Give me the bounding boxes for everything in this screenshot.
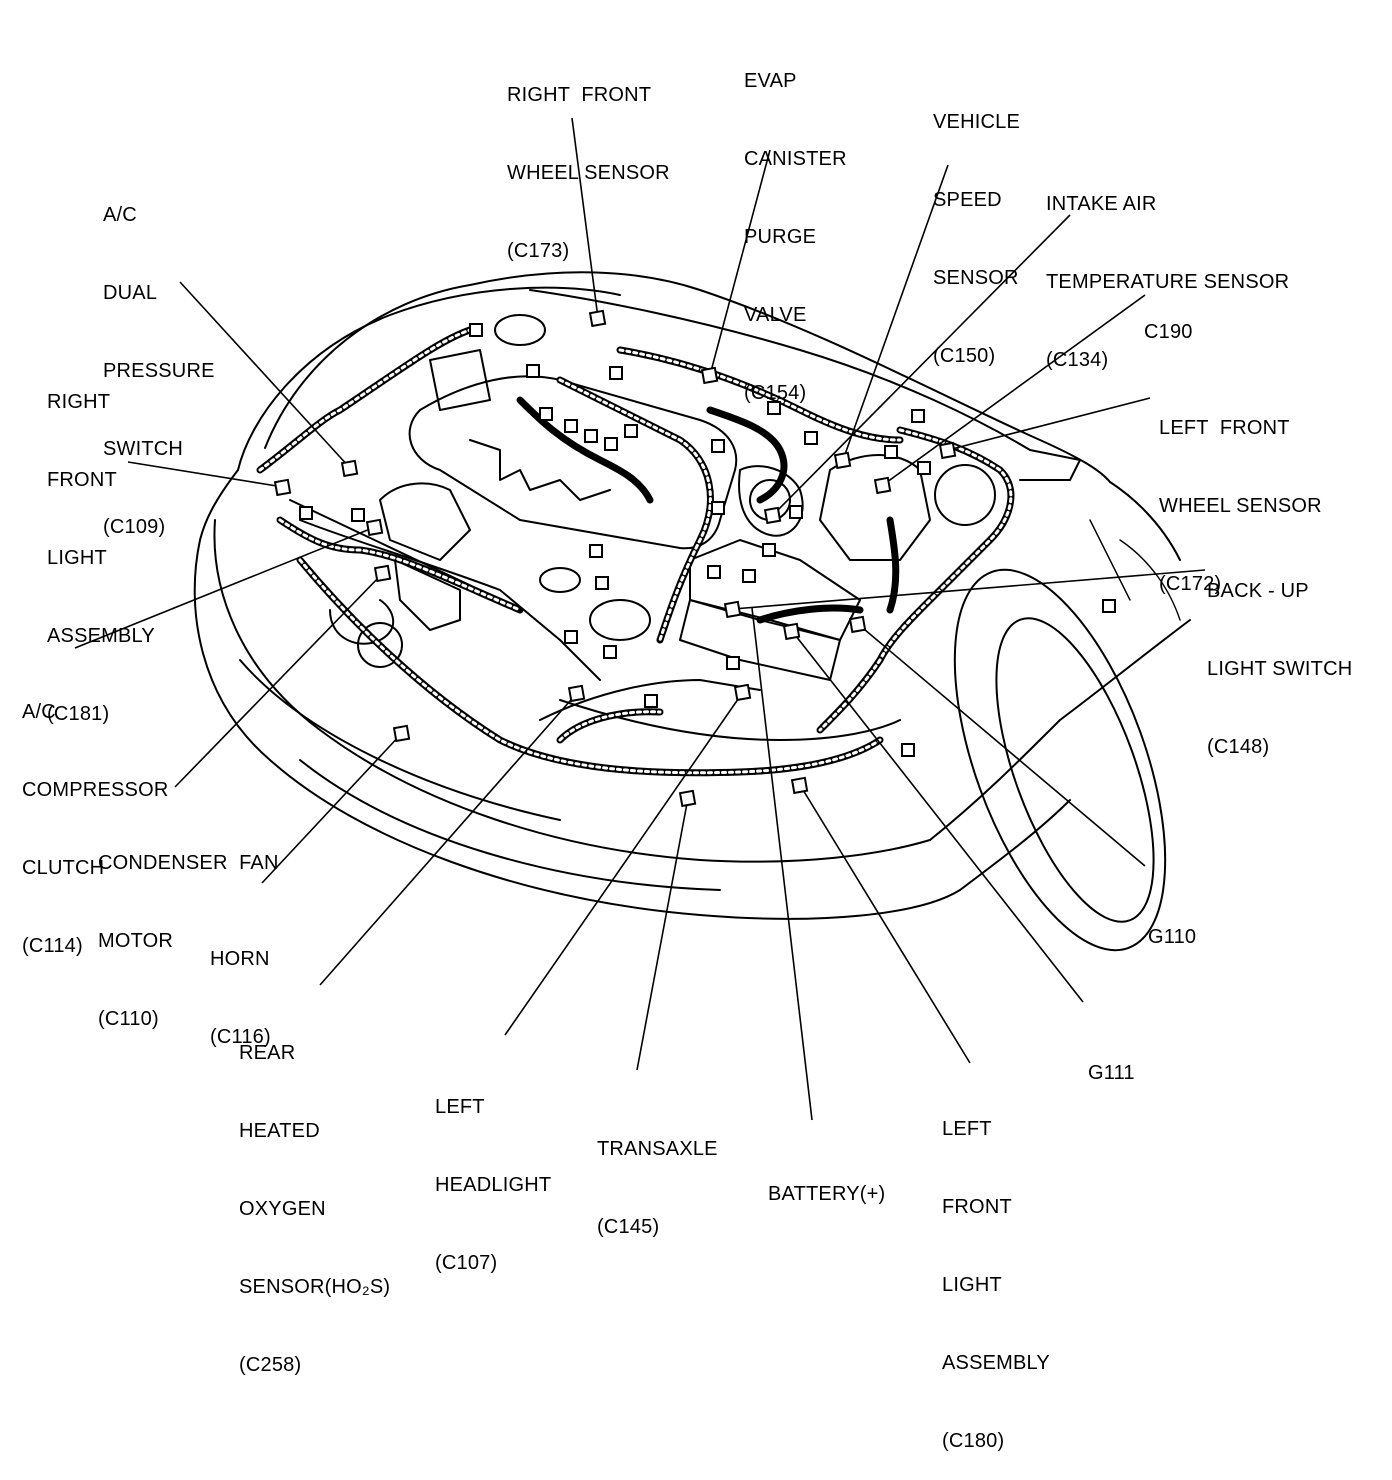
label-left-front-wheel-sensor: LEFT FRONT WHEEL SENSOR (C172): [1159, 363, 1322, 623]
label-ac-dual-pressure-switch: A/C DUAL PRESSURE SWITCH (C109): [103, 150, 215, 566]
label-horn: HORN (C116): [210, 894, 271, 1076]
label-g110: G110: [1148, 872, 1196, 976]
label-line: TRANSAXLE: [597, 1138, 718, 1160]
label-c190: C190: [1144, 267, 1193, 371]
label-line: RIGHT FRONT: [507, 84, 652, 106]
label-line: COMPRESSOR: [22, 779, 169, 801]
label-line: ASSEMBLY: [942, 1352, 1050, 1374]
label-line: C190: [1144, 321, 1193, 343]
label-line: (C109): [103, 516, 166, 538]
label-ac-compressor-clutch: A/C COMPRESSOR CLUTCH (C114): [22, 647, 168, 985]
label-line: WHEEL SENSOR: [507, 162, 670, 184]
label-line: CANISTER: [744, 148, 847, 170]
label-line: (C150): [933, 345, 996, 367]
leader-lines: [74, 117, 1206, 1121]
label-line: (C173): [507, 240, 570, 262]
label-line: (C154): [744, 382, 807, 404]
label-left-headlight: LEFT HEADLIGHT (C107): [435, 1042, 551, 1302]
label-battery-positive: BATTERY(+): [768, 1129, 885, 1233]
label-line: CLUTCH: [22, 857, 105, 879]
label-line: WHEEL SENSOR: [1159, 495, 1322, 517]
label-transaxle: TRANSAXLE (C145): [597, 1084, 718, 1266]
label-line: INTAKE AIR: [1046, 193, 1157, 215]
label-line: A/C: [22, 701, 56, 723]
label-line: (C145): [597, 1216, 660, 1238]
label-line: (C134): [1046, 349, 1109, 371]
engine-compartment-diagram: [74, 117, 1206, 1121]
label-line: BACK - UP: [1207, 580, 1309, 602]
label-g111: G111: [1088, 1008, 1135, 1112]
label-intake-air-temperature-sensor: INTAKE AIR TEMPERATURE SENSOR (C134): [1046, 139, 1289, 399]
label-line: HEATED: [239, 1120, 320, 1142]
label-line: LEFT: [942, 1118, 992, 1140]
label-line: VEHICLE: [933, 111, 1020, 133]
label-vehicle-speed-sensor: VEHICLE SPEED SENSOR (C150): [933, 57, 1020, 395]
label-rear-heated-oxygen-sensor: REAR HEATED OXYGEN SENSOR(HO₂S) (C258): [239, 988, 390, 1404]
label-line: LEFT: [435, 1096, 485, 1118]
label-line: SPEED: [933, 189, 1002, 211]
label-line: HEADLIGHT: [435, 1174, 552, 1196]
label-line: EVAP: [744, 70, 797, 92]
label-line: CONDENSER FAN: [98, 852, 279, 874]
label-line: OXYGEN: [239, 1198, 326, 1220]
label-line: SWITCH: [103, 438, 184, 460]
label-line: MOTOR: [98, 930, 174, 952]
label-line: SENSOR: [933, 267, 1019, 289]
label-line: (C107): [435, 1252, 498, 1274]
label-line: (C114): [22, 935, 83, 957]
label-left-front-light-assembly: LEFT FRONT LIGHT ASSEMBLY (C180): [942, 1064, 1050, 1480]
label-line: REAR: [239, 1042, 296, 1064]
label-line: PURGE: [744, 226, 817, 248]
label-line: LIGHT: [47, 547, 107, 569]
label-line: G111: [1088, 1062, 1135, 1084]
label-line: A/C: [103, 204, 137, 226]
label-line: SENSOR(HO₂S): [239, 1276, 391, 1298]
label-right-front-light-assembly: RIGHT FRONT LIGHT ASSEMBLY (C181): [47, 337, 155, 753]
label-line: LIGHT: [942, 1274, 1002, 1296]
label-line: TEMPERATURE SENSOR: [1046, 271, 1290, 293]
label-line: (C180): [942, 1430, 1005, 1452]
label-line: BATTERY(+): [768, 1183, 886, 1205]
label-line: (C116): [210, 1026, 271, 1048]
label-line: ASSEMBLY: [47, 625, 155, 647]
label-condenser-fan-motor: CONDENSER FAN MOTOR (C110): [98, 798, 279, 1058]
label-line: (C172): [1159, 573, 1222, 595]
label-line: LIGHT SWITCH: [1207, 658, 1353, 680]
label-line: (C181): [47, 703, 110, 725]
label-line: DUAL: [103, 282, 158, 304]
label-line: LEFT FRONT: [1159, 417, 1290, 439]
label-line: RIGHT: [47, 391, 111, 413]
label-line: G110: [1148, 926, 1197, 948]
label-back-up-light-switch: BACK - UP LIGHT SWITCH (C148): [1207, 526, 1352, 786]
label-right-front-wheel-sensor: RIGHT FRONT WHEEL SENSOR (C173): [507, 30, 670, 290]
label-evap-canister-purge-valve: EVAP CANISTER PURGE VALVE (C154): [744, 16, 847, 432]
label-line: VALVE: [744, 304, 807, 326]
label-line: (C258): [239, 1354, 302, 1376]
connectors: [273, 309, 1116, 808]
label-line: FRONT: [47, 469, 117, 491]
wiring-harness: [256, 326, 1015, 777]
label-line: (C110): [98, 1008, 159, 1030]
label-line: HORN: [210, 948, 270, 970]
label-line: PRESSURE: [103, 360, 215, 382]
label-line: (C148): [1207, 736, 1270, 758]
